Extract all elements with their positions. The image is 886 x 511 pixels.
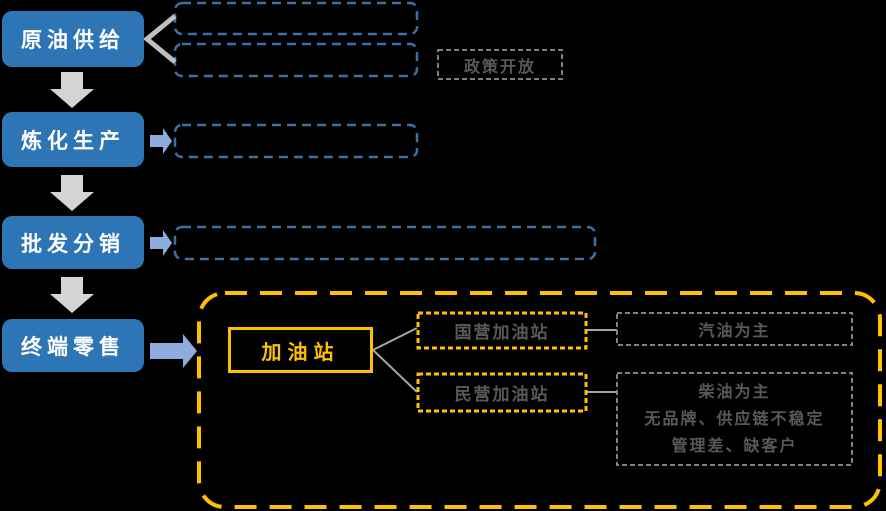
station-type-box-state: 国营加油站 bbox=[418, 313, 586, 348]
policy-note-border bbox=[437, 49, 563, 80]
detail-box-gasoline: 汽油为主 bbox=[617, 313, 852, 345]
gas-station-label: 加油站 bbox=[261, 341, 340, 364]
detail-box-diesel: 柴油为主 无品牌、供应链不稳定 管理差、缺客户 bbox=[617, 373, 852, 465]
policy-note-label: 政策开放 bbox=[463, 58, 536, 76]
right-arrow-refining bbox=[150, 128, 172, 154]
stage-wholesale-distribution-label: 批发分销 bbox=[21, 232, 125, 256]
stage-wholesale-distribution: 批发分销 bbox=[2, 216, 144, 269]
note-box-crude-1 bbox=[173, 1, 419, 36]
station-type-private-label: 民营加油站 bbox=[454, 385, 550, 404]
detail-gasoline-line: 汽油为主 bbox=[698, 323, 771, 340]
down-arrow-3 bbox=[50, 277, 94, 313]
retail-detail-panel-border bbox=[197, 291, 882, 509]
detail-box-gasoline-border bbox=[616, 312, 853, 346]
down-arrow-2 bbox=[50, 175, 94, 211]
gas-station-box: 加油站 bbox=[228, 327, 373, 373]
fork-connector-station bbox=[371, 327, 418, 393]
down-arrow-1 bbox=[50, 72, 94, 108]
station-type-state-label: 国营加油站 bbox=[454, 323, 550, 342]
stage-refining-production-label: 炼化生产 bbox=[21, 129, 125, 153]
note-box-wholesale bbox=[173, 225, 597, 261]
policy-note-box: 政策开放 bbox=[438, 50, 562, 79]
right-arrow-wholesale bbox=[150, 230, 172, 256]
detail-diesel-line-2: 无品牌、供应链不稳定 bbox=[644, 410, 825, 428]
detail-box-diesel-border bbox=[616, 372, 853, 466]
detail-diesel-line-1: 柴油为主 bbox=[698, 383, 771, 401]
station-type-box-private: 民营加油站 bbox=[418, 374, 586, 411]
stage-crude-oil-supply-label: 原油供给 bbox=[21, 29, 125, 52]
fork-connector-crude bbox=[143, 14, 177, 64]
station-type-box-private-border bbox=[416, 372, 588, 413]
note-box-refining bbox=[173, 123, 419, 159]
detail-diesel-line-3: 管理差、缺客户 bbox=[671, 437, 798, 455]
stage-terminal-retail-label: 终端零售 bbox=[21, 335, 125, 359]
stage-crude-oil-supply: 原油供给 bbox=[2, 11, 144, 67]
stage-refining-production: 炼化生产 bbox=[2, 112, 144, 167]
station-type-box-state-border bbox=[416, 311, 588, 350]
note-box-crude-2 bbox=[173, 42, 419, 78]
stage-terminal-retail: 终端零售 bbox=[2, 319, 144, 372]
right-arrow-retail bbox=[150, 334, 197, 368]
